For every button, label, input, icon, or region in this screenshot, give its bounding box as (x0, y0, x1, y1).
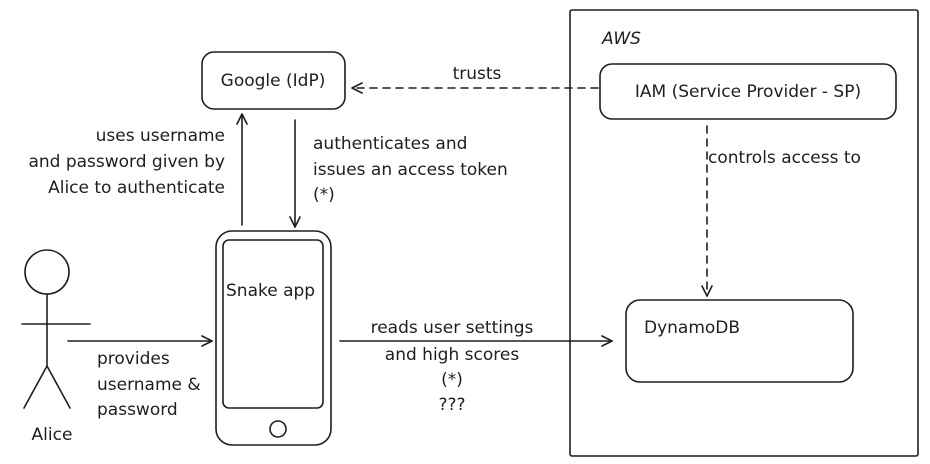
iam-label: IAM (Service Provider - SP) (635, 82, 861, 102)
edge-trusts: trusts (351, 64, 599, 94)
edge-provides-credentials: provides username & password (67, 335, 213, 420)
alice-actor: Alice (21, 249, 91, 445)
alice-head (24, 249, 70, 295)
dynamodb-node: DynamoDB (625, 299, 854, 383)
reads-line-2: and high scores (385, 345, 520, 365)
reads-line-1: reads user settings (371, 318, 534, 338)
trusts-label: trusts (453, 64, 502, 84)
edge-reads-data: reads user settings and high scores (*) … (339, 318, 613, 415)
provides-line-1: provides (97, 349, 170, 369)
snake-app-label: Snake app (226, 281, 315, 301)
alice-left-leg (23, 365, 48, 409)
edge-controls-access: controls access to (701, 125, 861, 297)
edge-authenticates: authenticates and issues an access token… (289, 119, 508, 228)
aws-boundary: AWS (569, 9, 919, 457)
edge-uses-credentials: uses username and password given by Alic… (28, 113, 248, 226)
google-idp-label: Google (IdP) (221, 71, 326, 91)
dynamodb-label: DynamoDB (644, 318, 740, 338)
reads-line-3: (*) (441, 370, 463, 390)
uses-credentials-line-3: Alice to authenticate (48, 178, 225, 198)
controls-access-label: controls access to (708, 148, 861, 168)
provides-line-3: password (97, 400, 178, 420)
authenticates-line-1: authenticates and (313, 134, 467, 154)
alice-right-leg (46, 365, 71, 409)
uses-credentials-line-1: uses username (96, 126, 225, 146)
provides-line-2: username & (97, 375, 201, 395)
snake-app-phone: Snake app (215, 230, 332, 446)
google-idp-node: Google (IdP) (201, 51, 346, 110)
authenticates-line-3: (*) (313, 185, 335, 205)
reads-line-4: ??? (438, 395, 465, 415)
alice-label: Alice (32, 425, 73, 445)
iam-node: IAM (Service Provider - SP) (599, 63, 897, 120)
authenticates-line-2: issues an access token (313, 160, 508, 180)
aws-label: AWS (601, 29, 641, 49)
phone-home-button (269, 420, 287, 438)
phone-screen (222, 239, 324, 409)
uses-credentials-line-2: and password given by (28, 152, 225, 172)
